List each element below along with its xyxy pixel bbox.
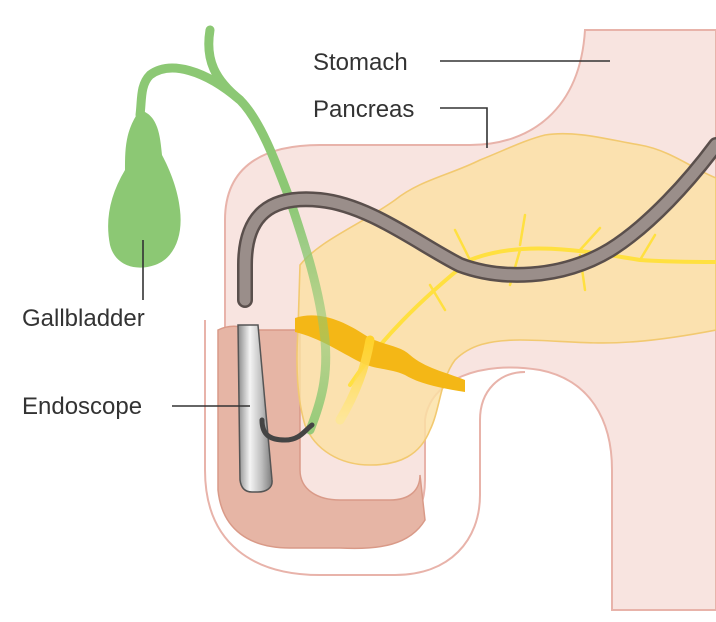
label-gallbladder: Gallbladder <box>22 305 145 332</box>
label-stomach: Stomach <box>313 49 408 76</box>
endoscope-tube-inner <box>239 139 716 306</box>
cystic-duct <box>135 63 245 120</box>
duodenum-outer <box>204 320 526 576</box>
pancreas-body <box>296 132 716 466</box>
bile-duct-lower <box>285 195 331 435</box>
gallbladder-shape <box>108 110 181 268</box>
endoscope-tip <box>237 324 273 493</box>
catheter <box>259 417 315 443</box>
label-endoscope: Endoscope <box>22 393 142 420</box>
pancreatic-duct <box>348 246 716 387</box>
yellow-duct-channel <box>335 335 375 425</box>
pancreatic-head-duct <box>295 315 465 392</box>
pancreas-leader <box>440 107 488 148</box>
label-pancreas: Pancreas <box>313 96 414 123</box>
